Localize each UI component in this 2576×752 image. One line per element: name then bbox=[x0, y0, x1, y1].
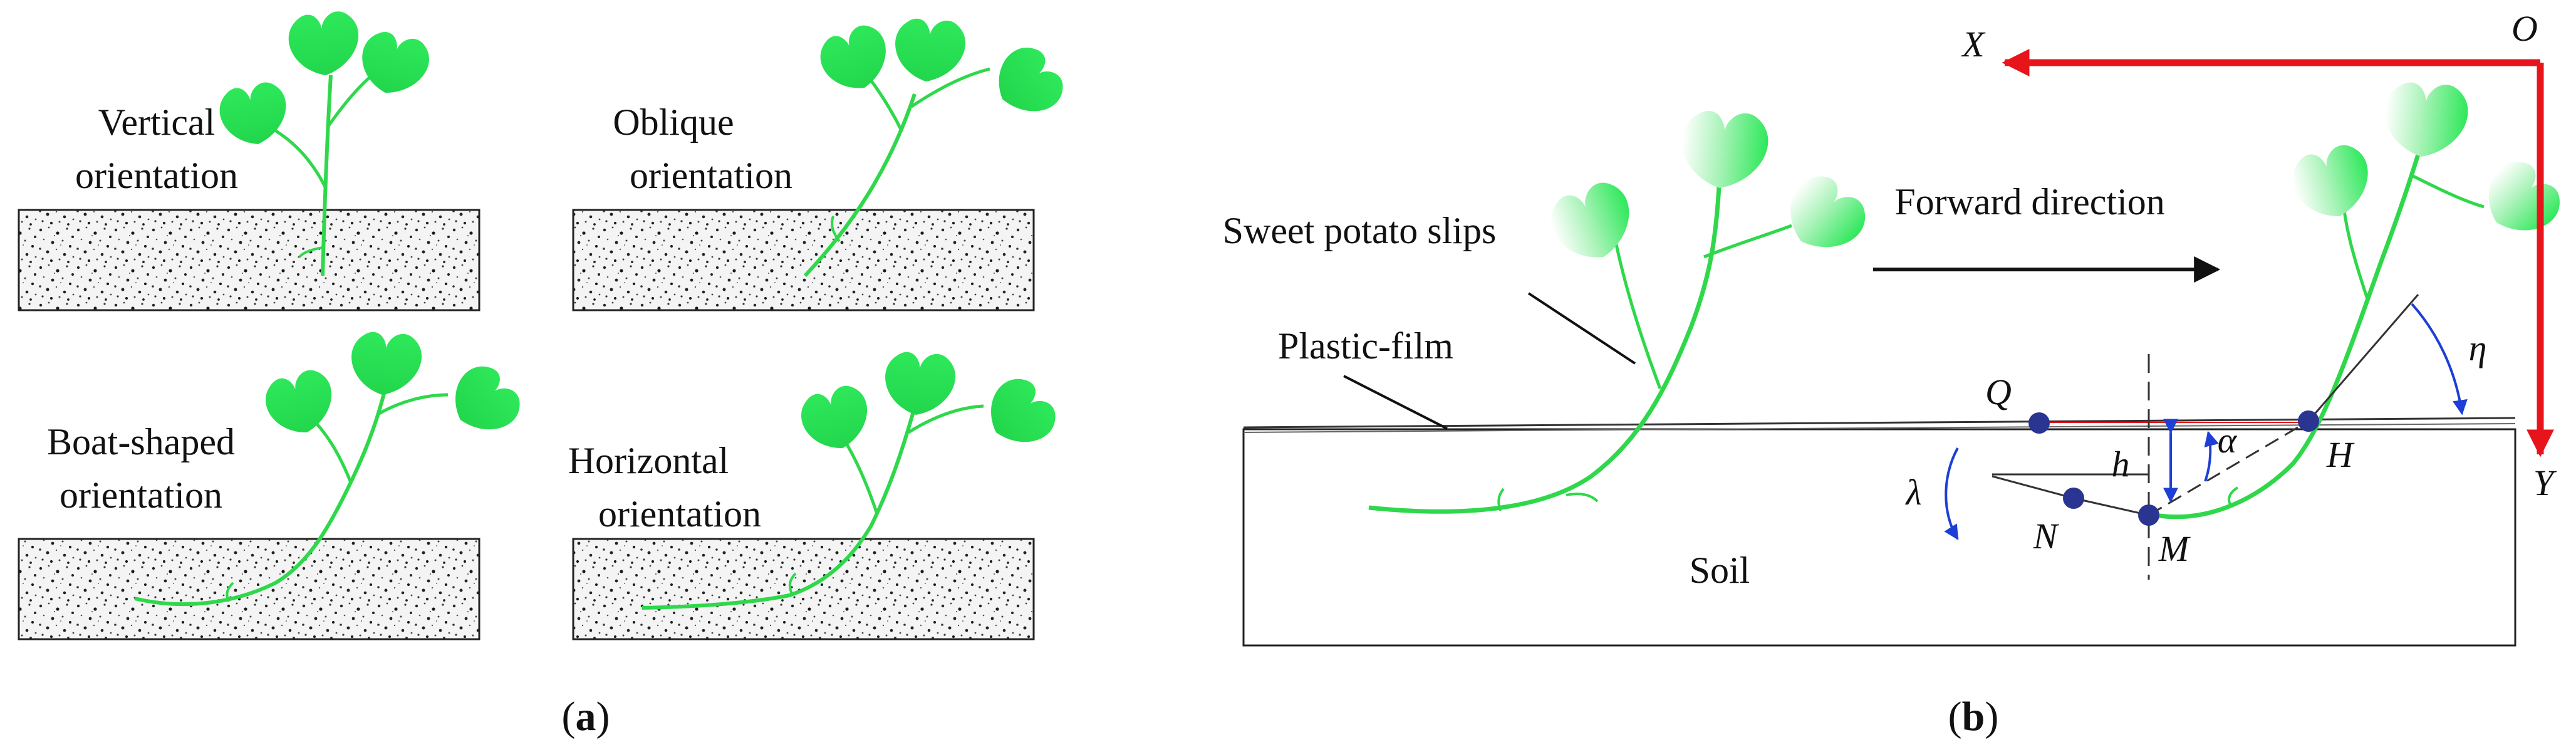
oblique-root bbox=[831, 216, 841, 243]
vertical-label-line1: Vertical bbox=[98, 102, 216, 143]
boat-orientation-cell: Boat-shaped orientation bbox=[18, 329, 529, 640]
horizontal-stem bbox=[641, 407, 917, 610]
eta-symbol: η bbox=[2469, 328, 2487, 368]
point-m-label: M bbox=[2158, 528, 2191, 569]
vertical-root bbox=[298, 246, 323, 258]
leaf-icon bbox=[1772, 165, 1876, 267]
boat-stem bbox=[134, 388, 387, 607]
leaf-icon bbox=[1543, 176, 1643, 271]
point-q-label: Q bbox=[1985, 372, 2012, 412]
y-axis-label: Y bbox=[2533, 462, 2557, 503]
boat-branch-right bbox=[378, 393, 449, 415]
lambda-angle-arc bbox=[1944, 447, 1959, 541]
leaf-icon bbox=[984, 38, 1071, 128]
point-h-marker bbox=[2298, 410, 2319, 432]
leaf-icon bbox=[882, 349, 958, 419]
oblique-label-line1: Oblique bbox=[613, 102, 734, 143]
slip-branch bbox=[1614, 244, 1662, 389]
slip-stem bbox=[1368, 175, 1722, 514]
oblique-stem bbox=[803, 93, 917, 278]
oblique-branch-right bbox=[910, 67, 990, 108]
slip-branch bbox=[1703, 224, 1792, 259]
boat-root bbox=[226, 582, 234, 602]
planted-slip-branch bbox=[2411, 174, 2485, 209]
leaf-icon bbox=[2381, 80, 2471, 160]
boat-branch-left bbox=[309, 415, 353, 483]
stem-tangent-line bbox=[2307, 294, 2419, 422]
leaf-icon bbox=[975, 369, 1064, 459]
point-n-marker bbox=[2063, 488, 2084, 509]
leaf-icon bbox=[2286, 140, 2378, 226]
soil-label: Soil bbox=[1690, 550, 1750, 591]
planted-slip-stem bbox=[2154, 143, 2424, 520]
horizontal-root bbox=[788, 572, 797, 596]
soil-block bbox=[1242, 428, 2516, 647]
oblique-orientation-cell: Oblique orientation bbox=[572, 16, 1071, 311]
film-leader-line bbox=[1343, 375, 1448, 430]
horizontal-label-line2: orientation bbox=[598, 493, 761, 535]
lambda-symbol: λ bbox=[1904, 472, 1921, 513]
leaf-icon bbox=[813, 19, 897, 99]
leaf-icon bbox=[286, 9, 362, 78]
leaf-icon bbox=[892, 16, 968, 85]
vertical-stem bbox=[321, 75, 333, 276]
slip-root bbox=[1566, 493, 1599, 503]
horizontal-branch-right bbox=[907, 404, 984, 434]
slip-before-planting bbox=[1368, 108, 1876, 514]
leaf-icon bbox=[2471, 151, 2570, 249]
alpha-angle-arc bbox=[2204, 431, 2219, 482]
plastic-film-label: Plastic-film bbox=[1278, 325, 1453, 367]
panel-a: Vertical orientation Oblique orientation bbox=[18, 9, 1071, 739]
leaf-icon bbox=[260, 365, 341, 441]
oblique-label-line2: orientation bbox=[630, 155, 792, 196]
point-q-marker bbox=[2028, 412, 2050, 434]
soil-block-oblique bbox=[572, 209, 1035, 311]
point-m-marker bbox=[2138, 504, 2159, 526]
panel-b: Soil Sweet potato slips Plastic-film For… bbox=[1223, 8, 2570, 739]
origin-label: O bbox=[2511, 8, 2538, 49]
horizontal-orientation-cell: Horizontal orientation bbox=[568, 349, 1064, 640]
leaf-icon bbox=[439, 357, 529, 447]
slips-label: Sweet potato slips bbox=[1223, 210, 1497, 251]
caption-a: (a) bbox=[562, 694, 610, 739]
leaf-icon bbox=[348, 329, 424, 399]
slip-being-planted bbox=[2154, 80, 2570, 520]
leaf-icon bbox=[1678, 108, 1771, 192]
soil-block-boat bbox=[18, 538, 480, 640]
slip-root bbox=[1497, 488, 1505, 511]
alpha-symbol: α bbox=[2218, 420, 2238, 461]
eta-angle-arc bbox=[2411, 303, 2468, 415]
leaf-icon bbox=[354, 26, 434, 102]
planted-slip-branch bbox=[2341, 200, 2370, 301]
caption-b: (b) bbox=[1948, 694, 1999, 739]
point-n-label: N bbox=[2033, 516, 2060, 556]
planted-slip-root bbox=[2228, 486, 2239, 505]
vertical-orientation-cell: Vertical orientation bbox=[18, 9, 480, 311]
soil-block-vertical bbox=[18, 209, 480, 311]
line-lambda bbox=[1992, 475, 2074, 499]
depth-symbol: h bbox=[2112, 444, 2130, 484]
leaf-icon bbox=[216, 79, 293, 150]
slips-leader-line bbox=[1527, 292, 1636, 365]
forward-direction-label: Forward direction bbox=[1894, 181, 2165, 222]
boat-label-line1: Boat-shaped bbox=[47, 421, 235, 462]
horizontal-label-line1: Horizontal bbox=[568, 440, 729, 481]
leaf-icon bbox=[796, 381, 876, 457]
line-n-m bbox=[2073, 497, 2149, 516]
boat-label-line2: orientation bbox=[60, 474, 222, 516]
x-axis-label: X bbox=[1961, 24, 1986, 65]
vertical-label-line2: orientation bbox=[75, 155, 238, 196]
point-h-label: H bbox=[2326, 434, 2355, 475]
